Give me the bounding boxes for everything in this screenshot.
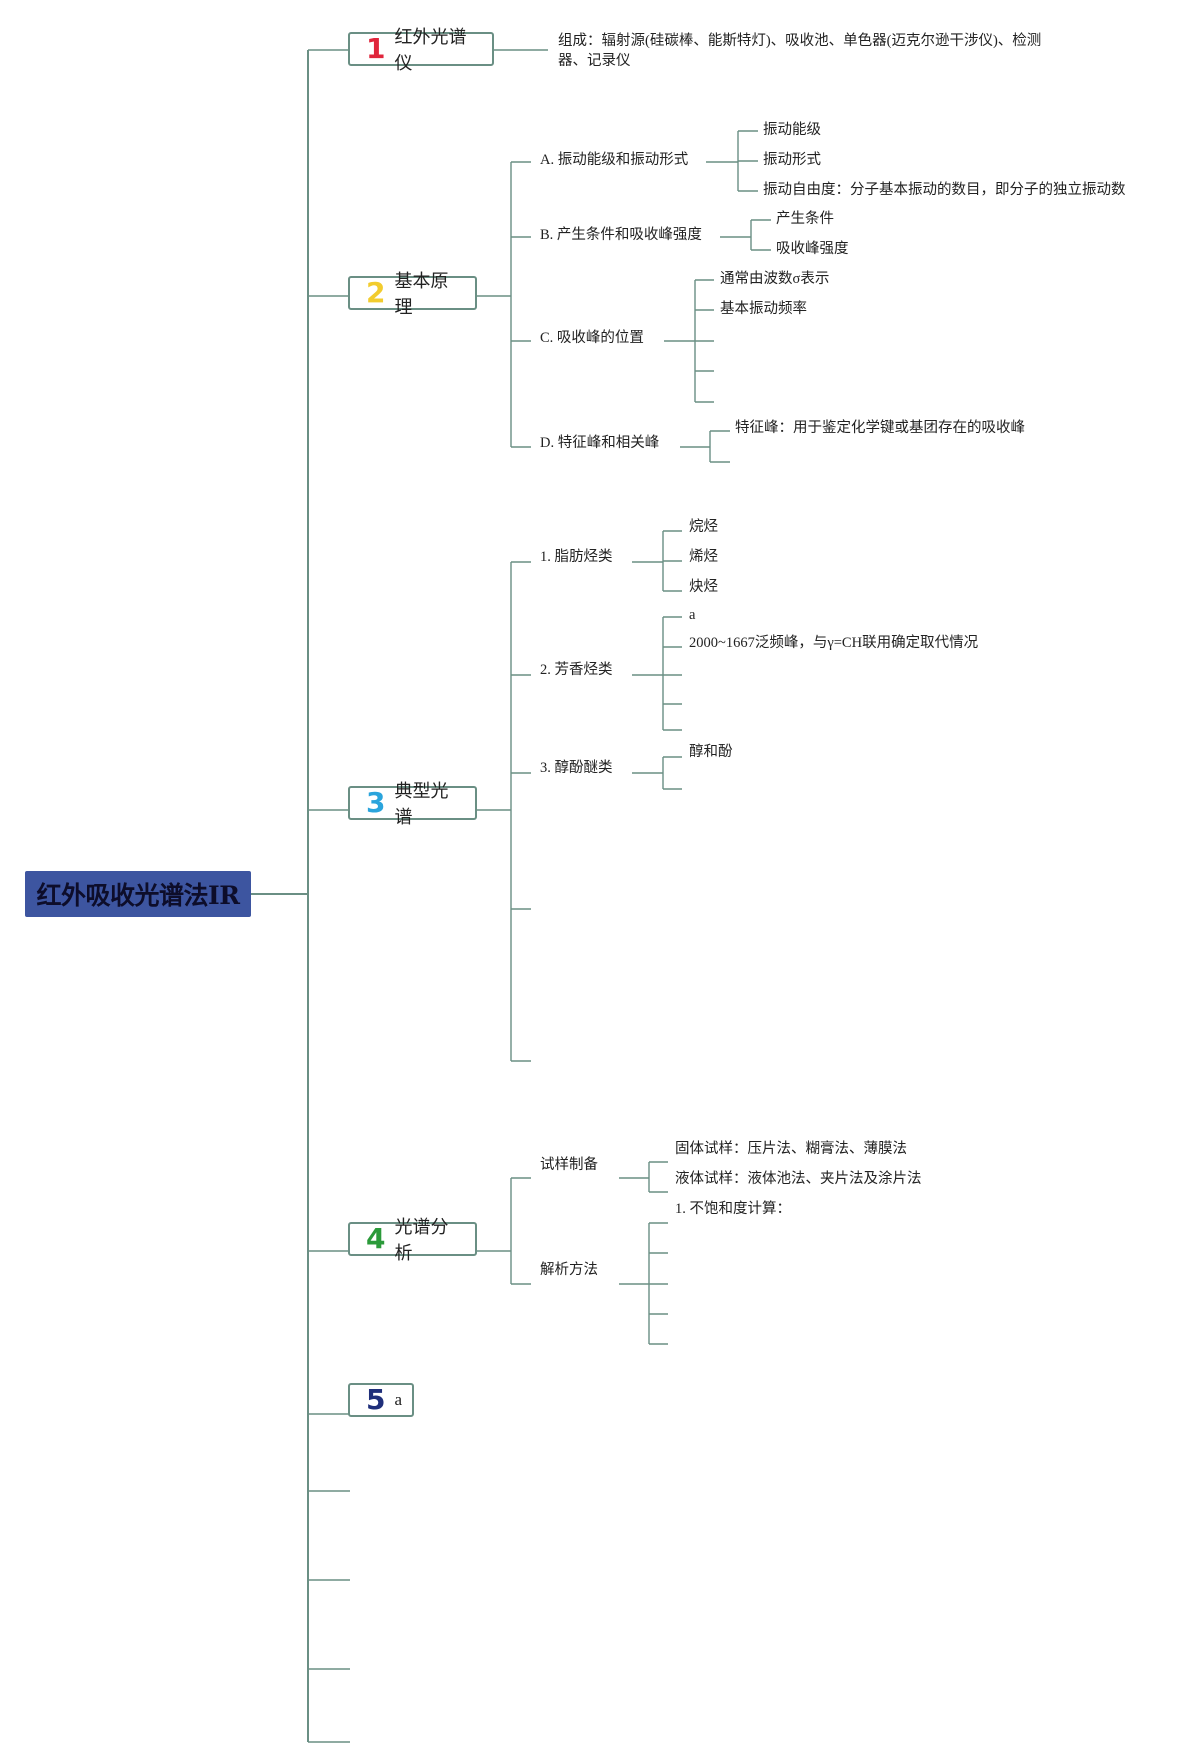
sub-2-a[interactable]: A. 振动能级和振动形式	[540, 152, 689, 168]
leaf-3-3-0[interactable]: 醇和酚	[689, 744, 733, 760]
leaf-3-1-0[interactable]: 烷烃	[689, 519, 718, 535]
branch-label-3: 典型光谱	[394, 781, 449, 828]
branch-number-2: 2	[366, 276, 386, 309]
leaf-1-0[interactable]: 组成：辐射源(硅碳棒、能斯特灯)、吸收池、单色器(迈克尔逊干涉仪)、检测器、记录…	[558, 33, 1042, 69]
leaf-2-b-1[interactable]: 吸收峰强度	[776, 241, 849, 257]
root-node[interactable]: 红外吸收光谱法IR	[25, 871, 251, 917]
leaf-3-2-1[interactable]: 2000~1667泛频峰，与γ=CH联用确定取代情况	[689, 635, 979, 651]
leaf-2-c-0[interactable]: 通常由波数σ表示	[720, 271, 830, 287]
branch-number-1: 1	[366, 32, 386, 65]
leaf-2-a-0[interactable]: 振动能级	[763, 122, 821, 138]
branch-node-3[interactable]: 3 典型光谱	[348, 781, 477, 828]
branch-label-4: 光谱分析	[394, 1217, 449, 1264]
branch-number-4: 4	[366, 1222, 386, 1255]
sub-3-2[interactable]: 2. 芳香烃类	[540, 662, 613, 678]
root-label: 红外吸收光谱法IR	[36, 881, 240, 910]
branch-label-5: a	[394, 1390, 403, 1409]
sub-4-1[interactable]: 试样制备	[540, 1157, 598, 1173]
leaf-4-1-0[interactable]: 固体试样：压片法、糊膏法、薄膜法	[675, 1141, 907, 1157]
leaf-2-d-0[interactable]: 特征峰：用于鉴定化学键或基团存在的吸收峰	[735, 420, 1025, 436]
sub-2-d[interactable]: D. 特征峰和相关峰	[540, 435, 660, 451]
leaf-2-b-0[interactable]: 产生条件	[776, 211, 834, 227]
branch-node-2[interactable]: 2 基本原理	[348, 271, 477, 318]
branch-label-2: 基本原理	[394, 271, 449, 318]
sub-4-2[interactable]: 解析方法	[540, 1262, 598, 1278]
branch-node-5[interactable]: 5 a	[348, 1383, 414, 1417]
leaf-4-2-0[interactable]: 1. 不饱和度计算：	[675, 1201, 791, 1217]
leaf-3-2-0[interactable]: a	[689, 607, 696, 623]
sub-3-1[interactable]: 1. 脂肪烃类	[540, 549, 613, 565]
leaf-3-1-1[interactable]: 烯烃	[689, 549, 718, 565]
sub-2-b[interactable]: B. 产生条件和吸收峰强度	[540, 227, 702, 243]
branch-node-4[interactable]: 4 光谱分析	[348, 1217, 477, 1264]
branch-number-3: 3	[366, 786, 386, 819]
branch-node-1[interactable]: 1 红外光谱仪	[348, 27, 494, 74]
leaf-2-c-1[interactable]: 基本振动频率	[720, 301, 807, 317]
sub-3-3[interactable]: 3. 醇酚醚类	[540, 760, 613, 776]
branch-number-5: 5	[366, 1383, 386, 1416]
leaf-4-1-1[interactable]: 液体试样：液体池法、夹片法及涂片法	[675, 1171, 922, 1187]
sub-2-c[interactable]: C. 吸收峰的位置	[540, 330, 644, 346]
leaf-3-1-2[interactable]: 炔烃	[689, 579, 718, 595]
branch-label-1: 红外光谱仪	[394, 27, 467, 74]
leaf-2-a-2[interactable]: 振动自由度：分子基本振动的数目，即分子的独立振动数	[763, 182, 1126, 198]
leaf-2-a-1[interactable]: 振动形式	[763, 152, 821, 168]
